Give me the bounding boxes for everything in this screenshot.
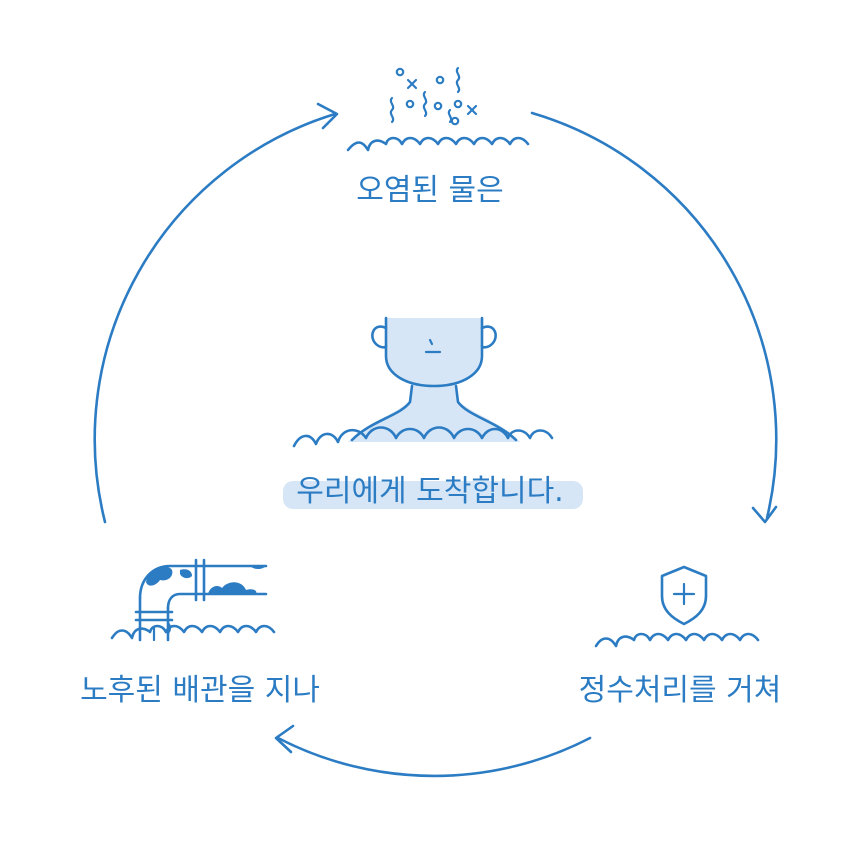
center-text-highlight xyxy=(283,481,583,509)
step-label-polluted-water: 오염된 물은 xyxy=(356,173,504,208)
polluted-water-icon xyxy=(346,66,530,152)
center-label-text: 우리에게 도착합니다. xyxy=(296,474,564,509)
arrow-right-to-left xyxy=(276,736,592,778)
cycle-arrows xyxy=(93,102,778,778)
step-label-reaches-us: 우리에게 도착합니다. xyxy=(0,477,860,507)
arrow-left-to-top xyxy=(93,112,337,524)
shield-plus-icon xyxy=(594,565,760,648)
arrowhead-right xyxy=(751,505,778,524)
step-label-old-pipes: 노후된 배관을 지나 xyxy=(80,673,320,708)
arrowhead-top xyxy=(316,102,339,130)
arrowhead-left xyxy=(274,724,295,754)
rusty-pipe-icon xyxy=(110,558,276,642)
arrow-top-to-right xyxy=(530,111,778,520)
step-label-water-treatment: 정수처리를 거쳐 xyxy=(578,673,782,708)
person-in-water-icon xyxy=(292,316,554,448)
